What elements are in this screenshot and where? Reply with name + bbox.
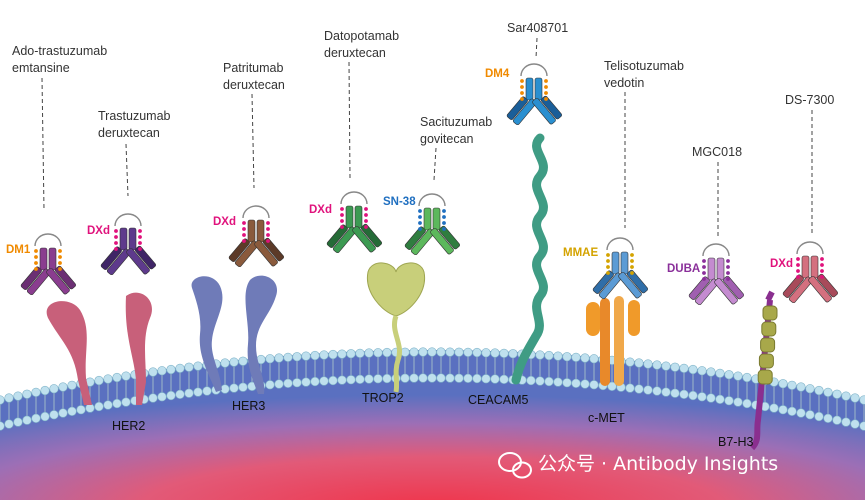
payload-label-dm1: DM1 (6, 244, 31, 256)
receptor-trop2 (366, 262, 426, 393)
receptor-label-trop2: TROP2 (362, 391, 404, 405)
antibody (404, 193, 460, 256)
payload-labels: DM1 DXd DXd DXd SN-38 DM4 MMAE DUBA DXd (6, 68, 793, 275)
receptor-her3 (191, 275, 278, 394)
adc-5-name-1: Sar408701 (507, 21, 568, 35)
adc-4-name-1: Sacituzumab (420, 115, 492, 129)
adc-3-name-1: Datopotamab (324, 29, 399, 43)
adc-name-labels: Ado-trastuzumab emtansine Trastuzumab de… (12, 21, 834, 159)
adc-4-name-2: govitecan (420, 132, 474, 146)
adc-0-name-2: emtansine (12, 61, 70, 75)
leader-lines (41, 37, 813, 236)
antibody (688, 243, 744, 306)
adc-8-name-1: DS-7300 (785, 93, 834, 107)
receptor-labels: HER2 HER3 TROP2 CEACAM5 c-MET B7-H3 (112, 391, 753, 449)
antibody (326, 191, 382, 254)
antibody-layer (20, 63, 838, 306)
receptor-b7h3 (749, 290, 778, 451)
antibody (782, 241, 838, 304)
adc-1-name-2: deruxtecan (98, 126, 160, 140)
payload-label-mmae: MMAE (563, 247, 598, 259)
receptor-ceacam5 (511, 133, 548, 385)
watermark-text: 公众号 · Antibody Insights (538, 453, 778, 475)
antibody (100, 213, 156, 276)
watermark: 公众号 · Antibody Insights (498, 452, 778, 479)
payload-label-duba: DUBA (667, 263, 700, 275)
adc-3-name-2: deruxtecan (324, 46, 386, 60)
adc-0-name-1: Ado-trastuzumab (12, 44, 107, 58)
adc-6-name-2: vedotin (604, 76, 644, 90)
receptor-her2 (46, 292, 152, 405)
payload-label-dxd-1: DXd (87, 225, 110, 237)
antibody (592, 237, 648, 300)
wechat-icon (498, 452, 532, 479)
antibody (20, 233, 76, 296)
adc-1-name-1: Trastuzumab (98, 109, 171, 123)
antibody (228, 205, 284, 268)
receptor-label-cmet: c-MET (588, 411, 625, 425)
receptor-label-b7h3: B7-H3 (718, 435, 753, 449)
receptor-label-ceacam5: CEACAM5 (468, 393, 528, 407)
receptor-cmet (586, 296, 640, 386)
receptor-label-her3: HER3 (232, 399, 265, 413)
payload-label-dm4: DM4 (485, 68, 510, 80)
payload-label-dxd-4: DXd (770, 258, 793, 270)
adc-7-name-1: MGC018 (692, 145, 742, 159)
receptor-label-her2: HER2 (112, 419, 145, 433)
adc-2-name-2: deruxtecan (223, 78, 285, 92)
payload-label-sn38: SN-38 (383, 196, 416, 208)
antibody (506, 63, 562, 126)
payload-label-dxd-2: DXd (213, 216, 236, 228)
adc-2-name-1: Patritumab (223, 61, 283, 75)
payload-label-dxd-3: DXd (309, 204, 332, 216)
adc-6-name-1: Telisotuzumab (604, 59, 684, 73)
